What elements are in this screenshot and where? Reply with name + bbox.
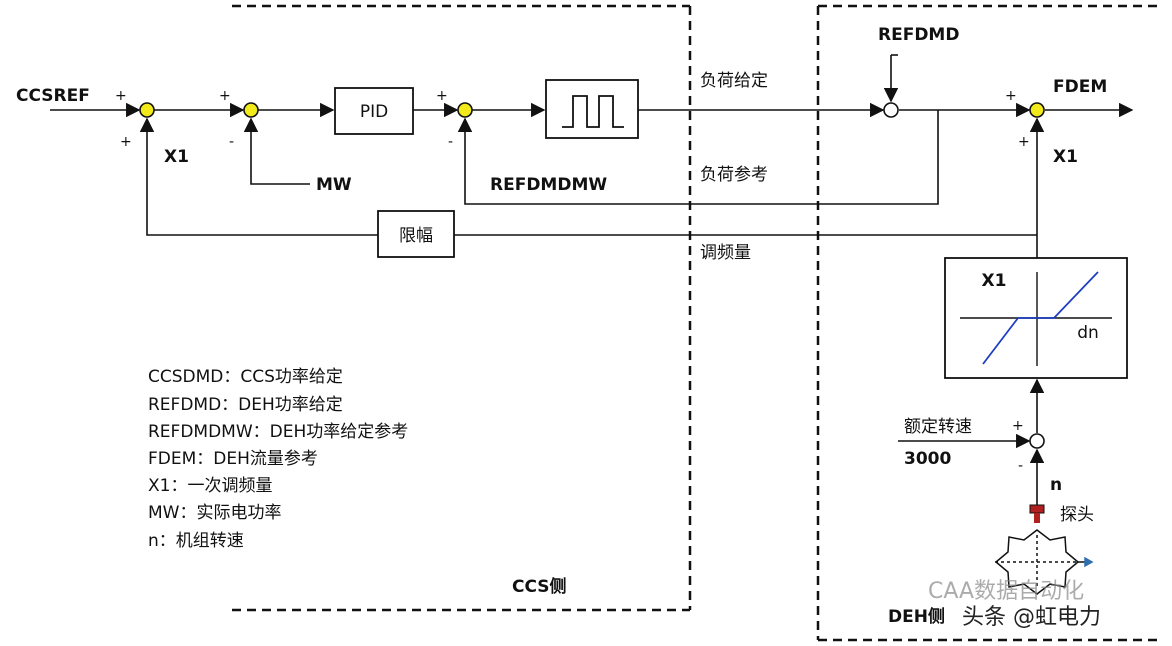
fdem-label: FDEM: [1053, 77, 1107, 97]
load-setpoint-label: 负荷给定: [700, 71, 768, 91]
svg-text:+: +: [115, 88, 127, 104]
deh-side-label: DEH侧: [888, 606, 945, 627]
probe-label: 探头: [1060, 505, 1094, 525]
freq-amount-label: 调频量: [700, 243, 751, 263]
rated-speed-value: 3000: [904, 449, 951, 469]
pulse-block: [545, 79, 639, 139]
rated-speed-label: 额定转速: [904, 417, 972, 437]
pulse-icon: [562, 95, 624, 128]
deh-region-border: [816, 4, 1162, 642]
x1-deadband-curve: [982, 271, 1099, 365]
gear-icon: [994, 529, 1094, 595]
svg-text:+: +: [1005, 88, 1017, 104]
watermark: CAA数据自动化 头条 @虹电力: [928, 579, 1101, 630]
summing-junction-refdmd: [883, 102, 899, 118]
svg-text:-: -: [229, 134, 234, 150]
sign-markers: + + + - + - + + + -: [115, 88, 1030, 474]
ccsref-label: CCSREF: [16, 86, 90, 106]
dn-label: dn: [1077, 323, 1099, 343]
svg-text:+: +: [1018, 134, 1030, 150]
svg-text:-: -: [1018, 458, 1023, 474]
n-label: n: [1050, 475, 1062, 495]
speed-probe: [1029, 504, 1045, 523]
limiter-block: [377, 210, 455, 258]
refdmdmw-feedback-line: [457, 110, 939, 205]
ccs-side-label: CCS侧: [512, 576, 567, 597]
svg-text:+: +: [219, 88, 231, 104]
ccs-region-border: [232, 4, 692, 612]
refdmdmw-label: REFDMDMW: [490, 175, 607, 195]
legend-item: REFDMDMW：DEH功率给定参考: [148, 422, 408, 442]
load-reference-label: 负荷参考: [700, 165, 768, 185]
watermark-main-text: 头条 @虹电力: [962, 605, 1101, 630]
legend-item: REFDMD：DEH功率给定: [148, 395, 343, 415]
x1-graph-label: X1: [982, 271, 1007, 291]
pid-label: PID: [360, 102, 388, 122]
mw-feedback-line: [243, 117, 310, 185]
limiter-to-sum1-line: [139, 117, 378, 236]
legend: CCSDMD：CCS功率给定 REFDMD：DEH功率给定 REFDMDMW：D…: [148, 367, 408, 551]
legend-item: FDEM：DEH流量参考: [148, 449, 318, 469]
x1-right-label: X1: [1053, 147, 1078, 167]
x1-left-label: X1: [164, 147, 189, 167]
limiter-label: 限幅: [399, 226, 433, 246]
svg-text:+: +: [436, 88, 448, 104]
watermark-faint-text: CAA数据自动化: [928, 579, 1084, 604]
summing-junction-1: [139, 102, 155, 118]
legend-item: X1：一次调频量: [148, 476, 272, 496]
legend-item: CCSDMD：CCS功率给定: [148, 367, 343, 387]
svg-text:-: -: [448, 134, 453, 150]
pid-block: [334, 87, 414, 135]
summing-junction-2: [243, 102, 259, 118]
refdmd-label: REFDMD: [878, 25, 959, 45]
legend-item: MW：实际电功率: [148, 503, 281, 523]
mw-label: MW: [316, 175, 352, 195]
svg-text:+: +: [120, 134, 132, 150]
summing-junction-speed: [1029, 433, 1045, 449]
summing-junction-3: [457, 102, 473, 118]
legend-item: n：机组转速: [148, 531, 244, 551]
summing-junction-fdem: [1029, 102, 1045, 118]
svg-text:+: +: [1012, 418, 1024, 434]
